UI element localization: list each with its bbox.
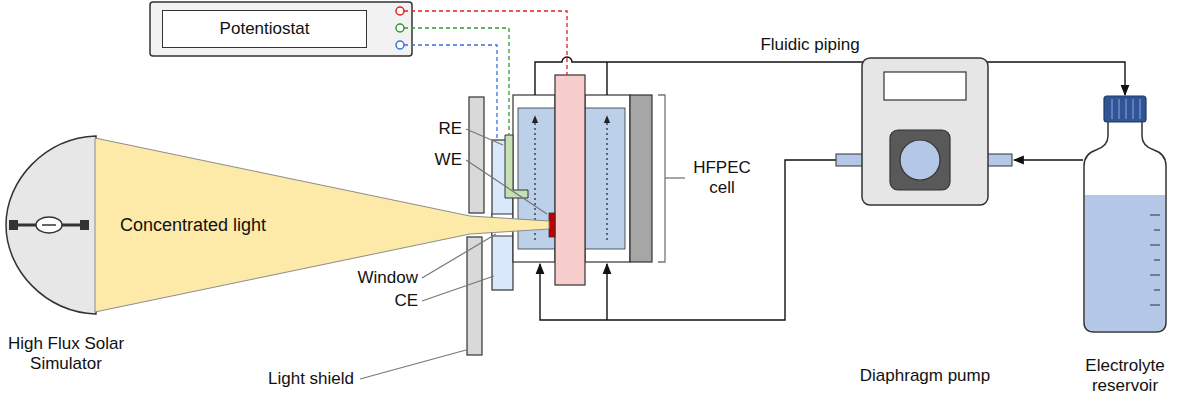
- component-label: Diaphragm pump: [860, 366, 990, 386]
- lamp-filament: [42, 224, 56, 226]
- electrode-label: WE: [435, 150, 462, 170]
- component-label: Electrolyte reservoir: [1077, 356, 1173, 396]
- terminal: [396, 24, 404, 32]
- electrolyte-liquid: [1085, 195, 1165, 331]
- leader-line: [466, 160, 547, 214]
- instrument-screen: Potentiostat: [162, 10, 367, 48]
- lamp-bulb: [36, 217, 62, 233]
- pipe: [606, 264, 607, 320]
- light-shield: [469, 97, 484, 213]
- pipe: [535, 57, 1125, 95]
- leader-line: [665, 177, 685, 178]
- label-box: CE: [394, 291, 418, 311]
- pipe-label: Fluidic piping: [760, 35, 859, 55]
- label-box: WE: [435, 150, 462, 170]
- electrode-label: RE: [438, 119, 462, 139]
- pipe: [606, 62, 607, 95]
- wire: [404, 11, 567, 75]
- label-box: Fluidic piping: [760, 35, 859, 55]
- node-label: Potentiostat: [220, 19, 310, 39]
- back-plate: [630, 95, 652, 262]
- terminal: [396, 7, 404, 15]
- pipe: [1014, 159, 1083, 160]
- part-label: Light shield: [268, 369, 354, 389]
- pump-display: [884, 72, 966, 100]
- component-label: HFPEC cell: [690, 158, 754, 198]
- label-box: Electrolyte reservoir: [1077, 356, 1173, 396]
- bottle-cap: [1104, 96, 1146, 122]
- electrolyte-chamber: [585, 108, 625, 249]
- working-electrode: [549, 213, 555, 237]
- part-label: Window: [358, 268, 418, 288]
- pump-rotor: [900, 140, 940, 180]
- leader-line: [466, 129, 503, 145]
- wire: [404, 28, 509, 135]
- pump-head: [890, 130, 950, 190]
- bracket: [658, 95, 665, 262]
- node-label: Concentrated light: [120, 214, 266, 236]
- light-shield: [467, 237, 482, 355]
- leader-line: [422, 276, 494, 301]
- wire: [404, 45, 497, 140]
- bottle-outline: [1084, 120, 1166, 332]
- lamp-cap: [80, 220, 89, 230]
- pipe: [540, 160, 836, 320]
- component-label: High Flux Solar Simulator: [4, 334, 128, 374]
- cell-frame: [585, 95, 630, 262]
- lamp-reflector: [6, 136, 96, 314]
- cell-frame: [513, 95, 555, 262]
- potentiostat-housing: [150, 2, 412, 56]
- electrode-label: CE: [394, 291, 418, 311]
- bottle-glass: [1084, 120, 1166, 332]
- cap-grip: [1112, 99, 1140, 119]
- label-box: Light shield: [268, 369, 354, 389]
- electrode-holder: [555, 75, 585, 285]
- lamp-cap: [9, 220, 18, 230]
- label-box: RE: [438, 119, 462, 139]
- leader-line: [360, 350, 466, 379]
- graduation-marks: [1150, 215, 1160, 305]
- pump-body: [862, 58, 988, 205]
- flow-arrow: [606, 116, 607, 240]
- label-box: HFPEC cell: [690, 158, 754, 198]
- label-box: Window: [358, 268, 418, 288]
- terminal: [396, 41, 404, 49]
- label-box: Diaphragm pump: [860, 366, 990, 386]
- light-beam: [95, 138, 549, 312]
- light-cone: Concentrated light: [95, 138, 553, 312]
- label-box: High Flux Solar Simulator: [4, 334, 128, 374]
